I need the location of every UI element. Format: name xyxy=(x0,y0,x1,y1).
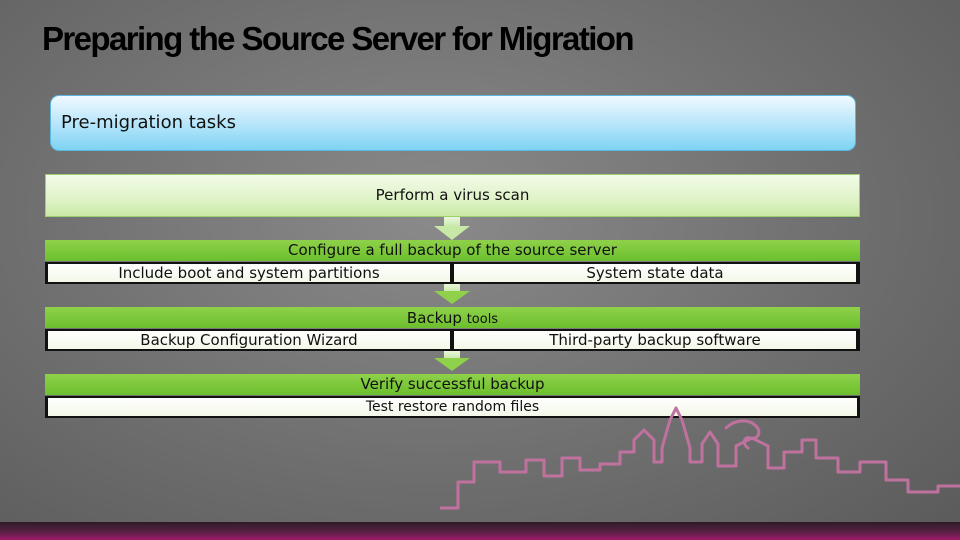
task-header-label: Pre-migration tasks xyxy=(61,112,236,133)
step-virus-scan: Perform a virus scan xyxy=(45,174,860,217)
flow-arrow-stem-3 xyxy=(444,351,460,359)
flow-arrow-stem-1 xyxy=(444,217,460,227)
item-boot-partitions: Include boot and system partitions xyxy=(48,264,450,282)
step-backup-tools: Backup tools xyxy=(45,307,860,328)
step-verify-backup: Verify successful backup xyxy=(45,374,860,395)
step-verify-backup-label: Verify successful backup xyxy=(360,375,545,393)
item-backup-wizard: Backup Configuration Wizard xyxy=(48,331,450,349)
item-test-restore: Test restore random files xyxy=(48,398,857,416)
flow-arrow-2 xyxy=(434,291,470,304)
step-full-backup: Configure a full backup of the source se… xyxy=(45,240,860,261)
flow-arrow-1 xyxy=(434,226,470,240)
backup-tools-small: tools xyxy=(466,312,499,327)
step-backup-tools-label: Backup tools xyxy=(45,309,860,327)
step-backup-tools-items: Backup Configuration Wizard Third-party … xyxy=(45,329,860,351)
backup-tools-main: Backup xyxy=(406,309,462,327)
slide-title: Preparing the Source Server for Migratio… xyxy=(42,20,634,57)
city-skyline-decoration xyxy=(440,406,960,510)
item-system-state: System state data xyxy=(454,264,856,282)
item-third-party-backup: Third-party backup software xyxy=(454,331,856,349)
step-full-backup-items: Include boot and system partitions Syste… xyxy=(45,262,860,284)
step-verify-backup-items: Test restore random files xyxy=(45,396,860,418)
step-virus-scan-label: Perform a virus scan xyxy=(375,186,530,204)
step-full-backup-label: Configure a full backup of the source se… xyxy=(288,241,617,259)
task-header-box: Pre-migration tasks xyxy=(50,95,856,151)
flow-arrow-stem-2 xyxy=(444,284,460,292)
footer-bar xyxy=(0,522,960,540)
flow-arrow-3 xyxy=(434,358,470,371)
